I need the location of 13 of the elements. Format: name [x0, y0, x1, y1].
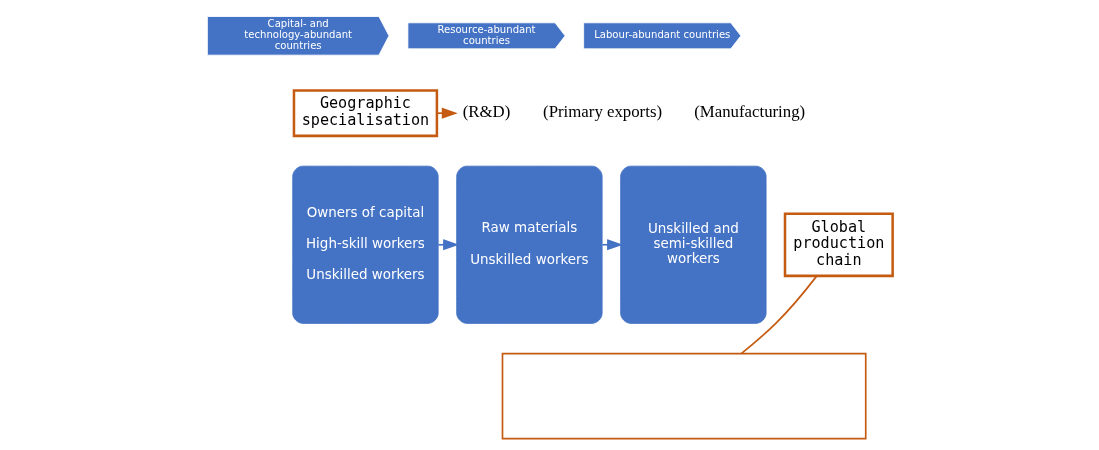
node-box: Owners of capital High-skill workers Unskilled workers — [291, 165, 439, 324]
connector — [739, 275, 817, 355]
arrow — [435, 107, 458, 119]
arrow — [437, 239, 459, 251]
node-box — [501, 352, 867, 440]
node-text: (R&D) — [462, 102, 510, 122]
label: (Primary exports) — [542, 102, 662, 122]
label: (Manufacturing) — [693, 102, 805, 122]
node-box: Global production chain — [783, 212, 894, 278]
node-box: Raw materials Unskilled workers — [455, 165, 603, 324]
node-box: Unskilled and semi-skilled workers — [619, 165, 766, 324]
arrow — [601, 239, 623, 251]
node-box: Geographic specialisation — [292, 89, 438, 138]
